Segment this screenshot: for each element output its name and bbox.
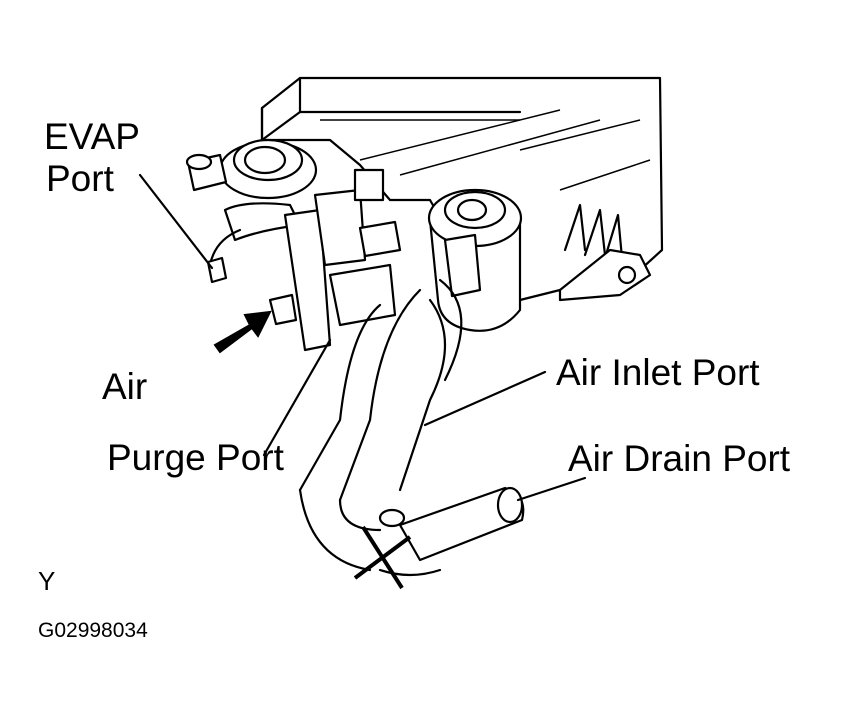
purge-pipe <box>268 168 402 352</box>
evap-port-label-line1: EVAP <box>44 116 140 157</box>
figure-code: G02998034 <box>38 619 148 642</box>
blocked-mark <box>353 525 412 590</box>
hoses <box>298 278 525 577</box>
canister-housing <box>260 76 664 302</box>
leader-lines <box>138 173 587 502</box>
evap-valve <box>185 138 318 284</box>
purge-port-label: Purge Port <box>107 437 284 478</box>
view-letter: Y <box>38 566 56 596</box>
evap-port-label-line2: Port <box>46 158 114 199</box>
purge-port-leader <box>262 338 332 457</box>
evap-port-leader <box>138 173 214 270</box>
air-drain-port-leader <box>516 476 587 502</box>
air-drain-port-label: Air Drain Port <box>568 438 791 479</box>
air-inlet-port-leader <box>423 370 547 427</box>
air-arrow-icon <box>213 310 272 354</box>
air-inlet-port-label: Air Inlet Port <box>556 352 760 393</box>
air-label: Air <box>102 366 148 407</box>
air-inlet-valve <box>427 188 523 332</box>
